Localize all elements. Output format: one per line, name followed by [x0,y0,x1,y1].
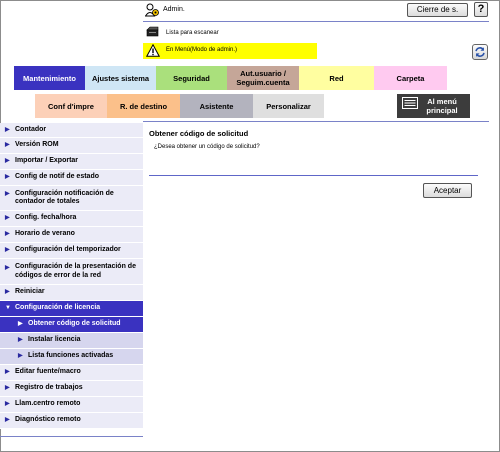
arrow-right-icon: ▶ [5,231,10,238]
header-divider [143,21,489,22]
sidebar-item-label: Reiniciar [15,288,45,296]
arrow-right-icon: ▶ [5,265,10,271]
sidebar-item-centro-remoto[interactable]: ▶ Llam.centro remoto [0,397,143,413]
arrow-right-icon: ▶ [5,215,10,222]
sidebar-item-notif-contador[interactable]: ▶ Configuración notificación de contador … [0,186,143,211]
content-divider [149,175,478,176]
arrow-right-icon: ▶ [18,353,23,360]
sidebar-subitem-obtener-codigo[interactable]: ▶ Obtener código de solicitud [0,317,143,333]
arrow-right-icon: ▶ [5,174,10,181]
sidebar-item-horario-verano[interactable]: ▶ Horario de verano [0,227,143,243]
sidebar-item-notif-estado[interactable]: ▶ Config de notif de estado [0,170,143,186]
arrow-right-icon: ▶ [5,191,10,197]
arrow-right-icon: ▶ [5,417,10,424]
tab-aut-usuario[interactable]: Aut.usuario / Seguim.cuenta [227,66,299,90]
tab-mantenimiento[interactable]: Mantenimiento [14,66,85,90]
sidebar-item-contador[interactable]: ▶ Contador [0,123,143,138]
arrow-right-icon: ▶ [18,321,23,328]
arrow-right-icon: ▶ [5,126,10,133]
arrow-right-icon: ▶ [5,401,10,408]
sidebar-item-label: Importar / Exportar [15,157,79,165]
sidebar-item-label: Lista funciones activadas [28,352,114,360]
help-button[interactable]: ? [474,2,488,17]
sidebar-subitem-instalar-licencia[interactable]: ▶ Instalar licencia [0,333,143,349]
tab-red[interactable]: Red [299,66,374,90]
sidebar-item-label: Horario de verano [15,230,75,238]
tab-conf-impre[interactable]: Conf d'impre [35,94,107,118]
sidebar-item-label: Configuración del temporizador [15,246,121,254]
arrow-right-icon: ▶ [5,289,10,296]
sidebar-item-version-rom[interactable]: ▶ Versión ROM [0,138,143,154]
sidebar-subitem-lista-funciones[interactable]: ▶ Lista funciones activadas [0,349,143,365]
sidebar-item-label: Instalar licencia [28,336,81,344]
sidebar-item-label: Configuración notificación de contador d… [15,189,114,206]
sidebar-item-label: Config. fecha/hora [15,214,77,222]
arrow-down-icon: ▼ [5,305,11,312]
main-menu-icon [402,97,418,109]
sidebar-item-label: Configuración de la presentación de códi… [15,263,136,279]
sidebar-item-temporizador[interactable]: ▶ Configuración del temporizador [0,243,143,259]
arrow-right-icon: ▶ [5,142,10,149]
content-top-divider [143,121,489,122]
sidebar-item-label: Diagnóstico remoto [15,416,81,424]
scanner-icon [146,26,159,37]
refresh-button[interactable] [472,44,488,60]
admin-mode-text: En Menú(Modo de admin.) [166,47,238,53]
scanner-status-text: Lista para escanear [166,30,219,36]
arrow-right-icon: ▶ [5,369,10,376]
admin-label: Admin. [163,6,185,13]
sidebar-item-label: Versión ROM [15,141,59,149]
sidebar-item-label: Config de notif de estado [15,173,99,181]
tab-seguridad[interactable]: Seguridad [156,66,227,90]
arrow-right-icon: ▶ [5,385,10,392]
sidebar-item-fuente-macro[interactable]: ▶ Editar fuente/macro [0,365,143,381]
logout-button[interactable]: Cierre de s. [407,3,468,17]
sidebar-item-label: Llam.centro remoto [15,400,81,408]
sidebar-item-diagnostico-remoto[interactable]: ▶ Diagnóstico remoto [0,413,143,429]
tab-asistente[interactable]: Asistente [180,94,253,118]
arrow-right-icon: ▶ [5,158,10,165]
sidebar-item-label: Obtener código de solicitud [28,320,121,328]
sidebar-item-reiniciar[interactable]: ▶ Reiniciar [0,285,143,301]
warning-icon [146,44,160,57]
refresh-icon [475,47,485,57]
sidebar-item-licencia[interactable]: ▼ Configuración de licencia [0,301,143,317]
tab-personalizar[interactable]: Personalizar [253,94,324,118]
arrow-right-icon: ▶ [5,247,10,254]
sidebar-item-codigos-error[interactable]: ▶ Configuración de la presentación de cód… [0,259,143,285]
accept-button[interactable]: Aceptar [423,183,472,198]
sidebar-item-registro-trabajos[interactable]: ▶ Registro de trabajos [0,381,143,397]
page-title: Obtener código de solicitud [149,129,249,138]
sidebar-item-label: Editar fuente/macro [15,368,81,376]
admin-user-icon [145,3,159,17]
main-menu-label: Al menú principal [426,97,458,115]
sidebar-item-importar-exportar[interactable]: ▶ Importar / Exportar [0,154,143,170]
tab-ajustes-sistema[interactable]: Ajustes sistema [85,66,156,90]
tab-carpeta[interactable]: Carpeta [374,66,447,90]
sidebar-item-fecha-hora[interactable]: ▶ Config. fecha/hora [0,211,143,227]
sidebar-item-label: Configuración de licencia [15,304,101,312]
confirmation-question: ¿Desea obtener un código de solicitud? [154,144,260,150]
admin-mode-banner [143,43,317,59]
sidebar: ▶ Contador ▶ Versión ROM ▶ Importar / Expor… [0,123,143,429]
arrow-right-icon: ▶ [18,337,23,344]
tab-r-destino[interactable]: R. de destino [107,94,180,118]
sidebar-bottom-divider [0,436,143,437]
sidebar-item-label: Contador [15,125,47,133]
sidebar-item-label: Registro de trabajos [15,384,83,392]
